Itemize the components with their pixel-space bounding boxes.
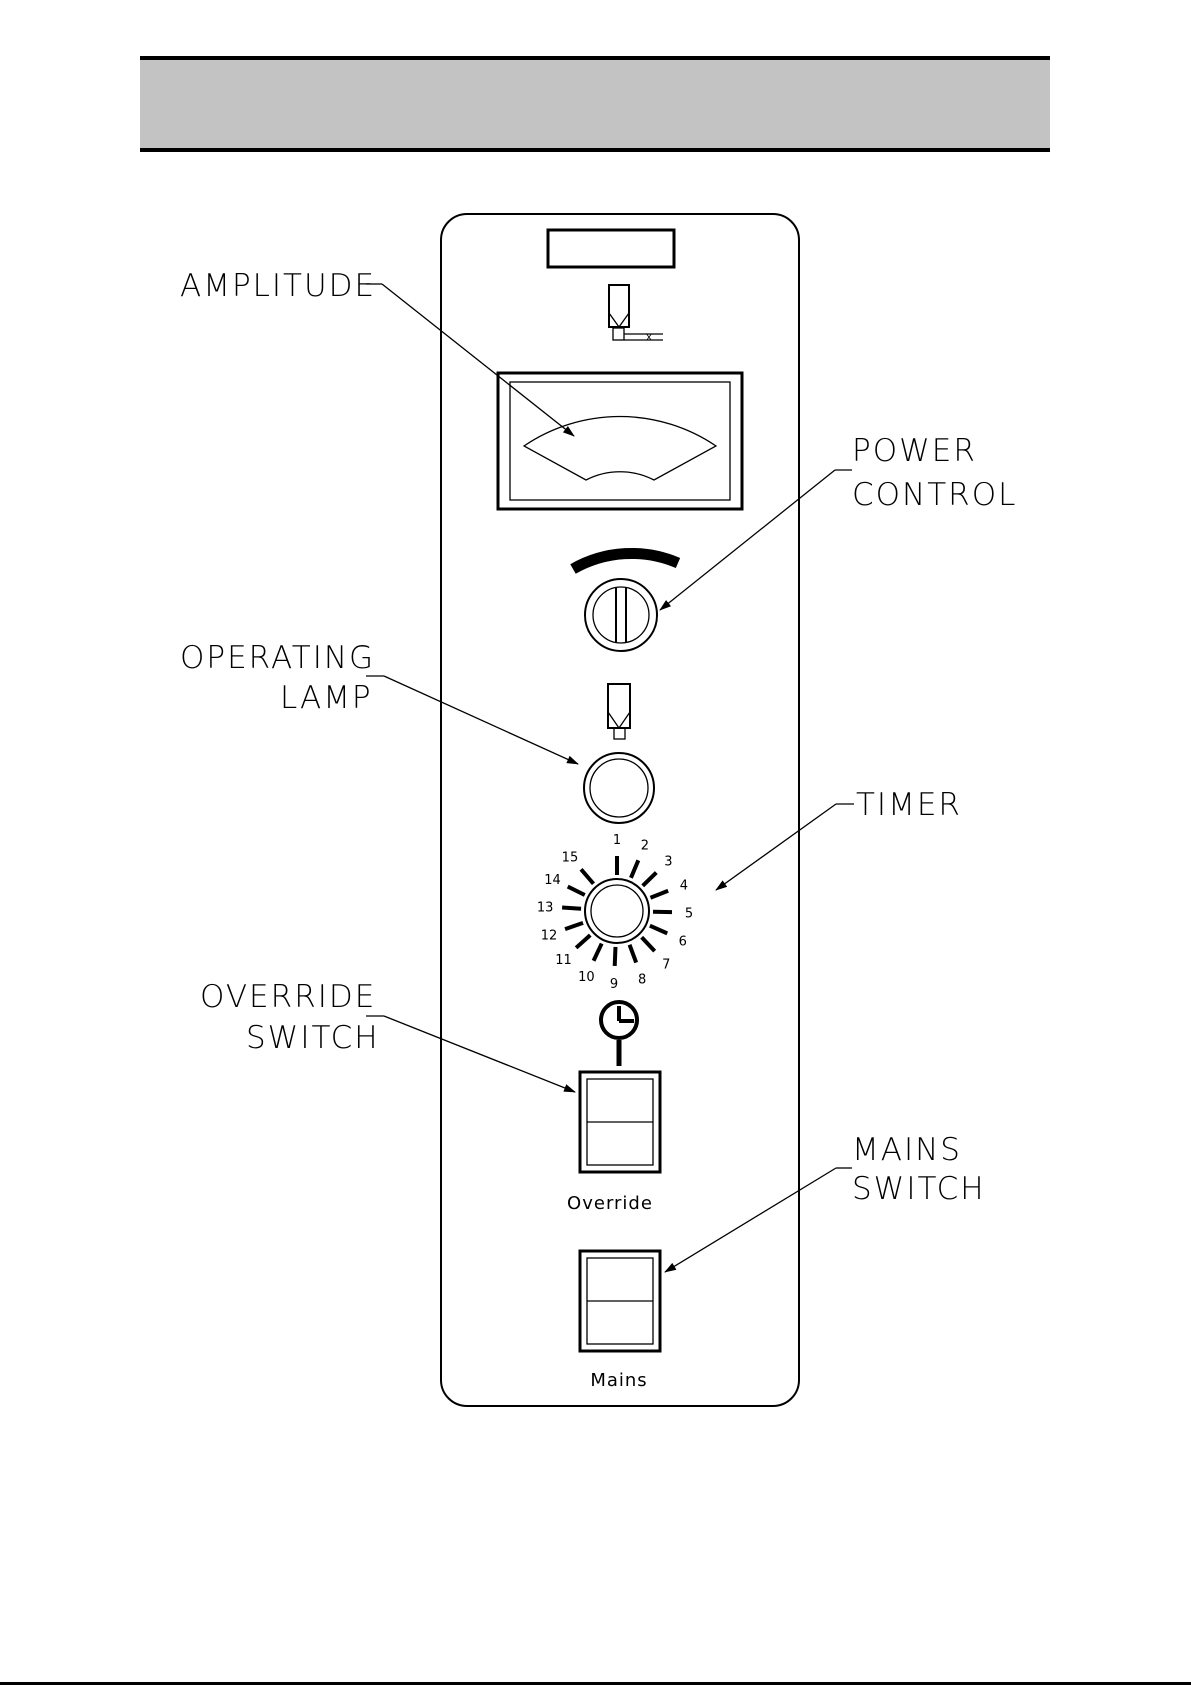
operating-lamp	[584, 684, 654, 823]
timer-number: 15	[562, 850, 579, 865]
override-switch-caption: Override	[567, 1193, 653, 1214]
amplitude-meter	[498, 373, 742, 509]
timer-number: 2	[641, 839, 649, 854]
mains-switch-caption: Mains	[590, 1370, 647, 1391]
timer-number: 3	[664, 855, 672, 870]
timer-tick	[594, 944, 602, 961]
clock-icon	[601, 1002, 637, 1066]
front-panel-outline	[441, 214, 799, 1406]
timer-number: 10	[578, 970, 595, 985]
svg-text:x: x	[646, 332, 652, 343]
timer-leader-line	[716, 804, 854, 890]
mains-switch-callout-label-line2: SWITCH	[852, 1171, 986, 1207]
timer-tick	[631, 860, 638, 878]
override-switch-leader-line	[366, 1016, 575, 1092]
timer-tick	[562, 908, 581, 909]
timer-tick	[643, 873, 657, 886]
power-control-callout-label-line1: POWER	[852, 433, 977, 469]
mains-switch-callout-label-line1: MAINS	[852, 1132, 962, 1168]
timer-number: 6	[679, 934, 687, 949]
override-switch[interactable]	[580, 1072, 660, 1172]
timer-number: 14	[544, 873, 561, 888]
timer-number: 9	[610, 977, 618, 992]
operating-lamp-callout-label-line1: OPERATING	[180, 640, 375, 676]
timer-tick	[642, 937, 655, 951]
timer-tick	[568, 887, 585, 895]
timer-tick	[576, 935, 590, 948]
timer-callout-label: TIMER	[856, 787, 962, 823]
timer-tick	[581, 869, 593, 883]
mains-switch[interactable]	[580, 1251, 660, 1351]
power-control-leader-line	[660, 470, 852, 610]
override-switch-callout-label-line2: SWITCH	[246, 1020, 380, 1056]
timer-tick	[630, 945, 637, 963]
power-control-callout-label-line2: CONTROL	[852, 477, 1017, 513]
timer-tick	[565, 923, 583, 929]
mains-switch-leader-line	[665, 1168, 852, 1272]
power-control-range-arc	[573, 553, 678, 569]
timer-number: 5	[685, 907, 693, 922]
operating-lamp-leader-line	[366, 676, 578, 764]
timer-number: 12	[541, 929, 558, 944]
label-plate	[548, 230, 674, 267]
amplitude-indicator-lamp: x	[609, 285, 663, 343]
meter-scale	[524, 417, 716, 480]
amplitude-leader-line	[366, 284, 574, 436]
timer-number: 11	[555, 953, 572, 968]
timer-number: 8	[638, 972, 646, 987]
timer-tick	[615, 947, 616, 966]
amplitude-callout-label: AMPLITUDE	[180, 268, 376, 304]
timer-number: 7	[662, 957, 670, 972]
operating-lamp-callout-label-line2: LAMP	[280, 680, 373, 716]
timer-number: 4	[680, 878, 688, 893]
timer-number: 1	[613, 833, 621, 848]
override-switch-callout-label-line1: OVERRIDE	[200, 979, 376, 1015]
timer-number: 13	[537, 900, 554, 915]
timer-tick	[650, 926, 667, 934]
power-control-knob[interactable]	[585, 579, 657, 651]
timer-tick	[650, 891, 668, 898]
